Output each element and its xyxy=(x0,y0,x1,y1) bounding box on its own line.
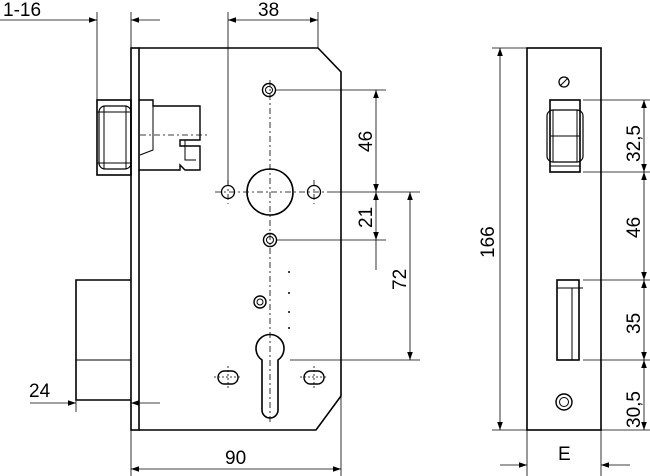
dim-faceplate-46: 46 xyxy=(624,217,645,238)
dim-latch-height: 35 xyxy=(624,313,645,334)
faceplate-screw-bottom xyxy=(555,393,573,411)
faceplate-screw-top xyxy=(558,76,570,88)
faceplate-latch xyxy=(546,99,584,173)
dim-faceplate-top: 32,5 xyxy=(624,125,645,162)
dim-body-width: 90 xyxy=(225,448,246,469)
dim-spacing-46: 46 xyxy=(356,131,377,152)
faceplate-deadbolt xyxy=(556,279,583,361)
cylinder-hole xyxy=(255,333,285,419)
cylinder-fixing-slot-right xyxy=(300,366,328,389)
side-view-dimensions: 1-16 38 46 21 72 24 90 xyxy=(0,0,420,476)
lock-case-outline xyxy=(139,47,342,431)
front-view-dimensions: 166 32,5 46 35 30,5 E xyxy=(478,47,650,476)
lock-body-side-view xyxy=(75,47,342,431)
dim-deadbolt-offset: 24 xyxy=(29,381,51,402)
dim-backset: 38 xyxy=(258,0,279,21)
dim-backset-range: 1-16 xyxy=(3,0,41,21)
faceplate-front-view xyxy=(526,47,602,431)
cylinder-fixing-slot-left xyxy=(214,366,242,389)
screw-hole-top xyxy=(261,82,277,98)
faceplate-edge xyxy=(130,47,140,431)
dim-spacing-21: 21 xyxy=(356,207,377,228)
dim-faceplate-bottom: 30,5 xyxy=(624,391,645,428)
dim-faceplate-width: E xyxy=(558,444,571,465)
faceplate-outline xyxy=(526,47,602,431)
latch-bolt xyxy=(96,99,132,176)
deadbolt-block xyxy=(75,279,131,401)
dim-spacing-72: 72 xyxy=(390,269,411,290)
screw-hole-lower xyxy=(253,295,267,309)
dim-total-height: 166 xyxy=(478,226,499,258)
